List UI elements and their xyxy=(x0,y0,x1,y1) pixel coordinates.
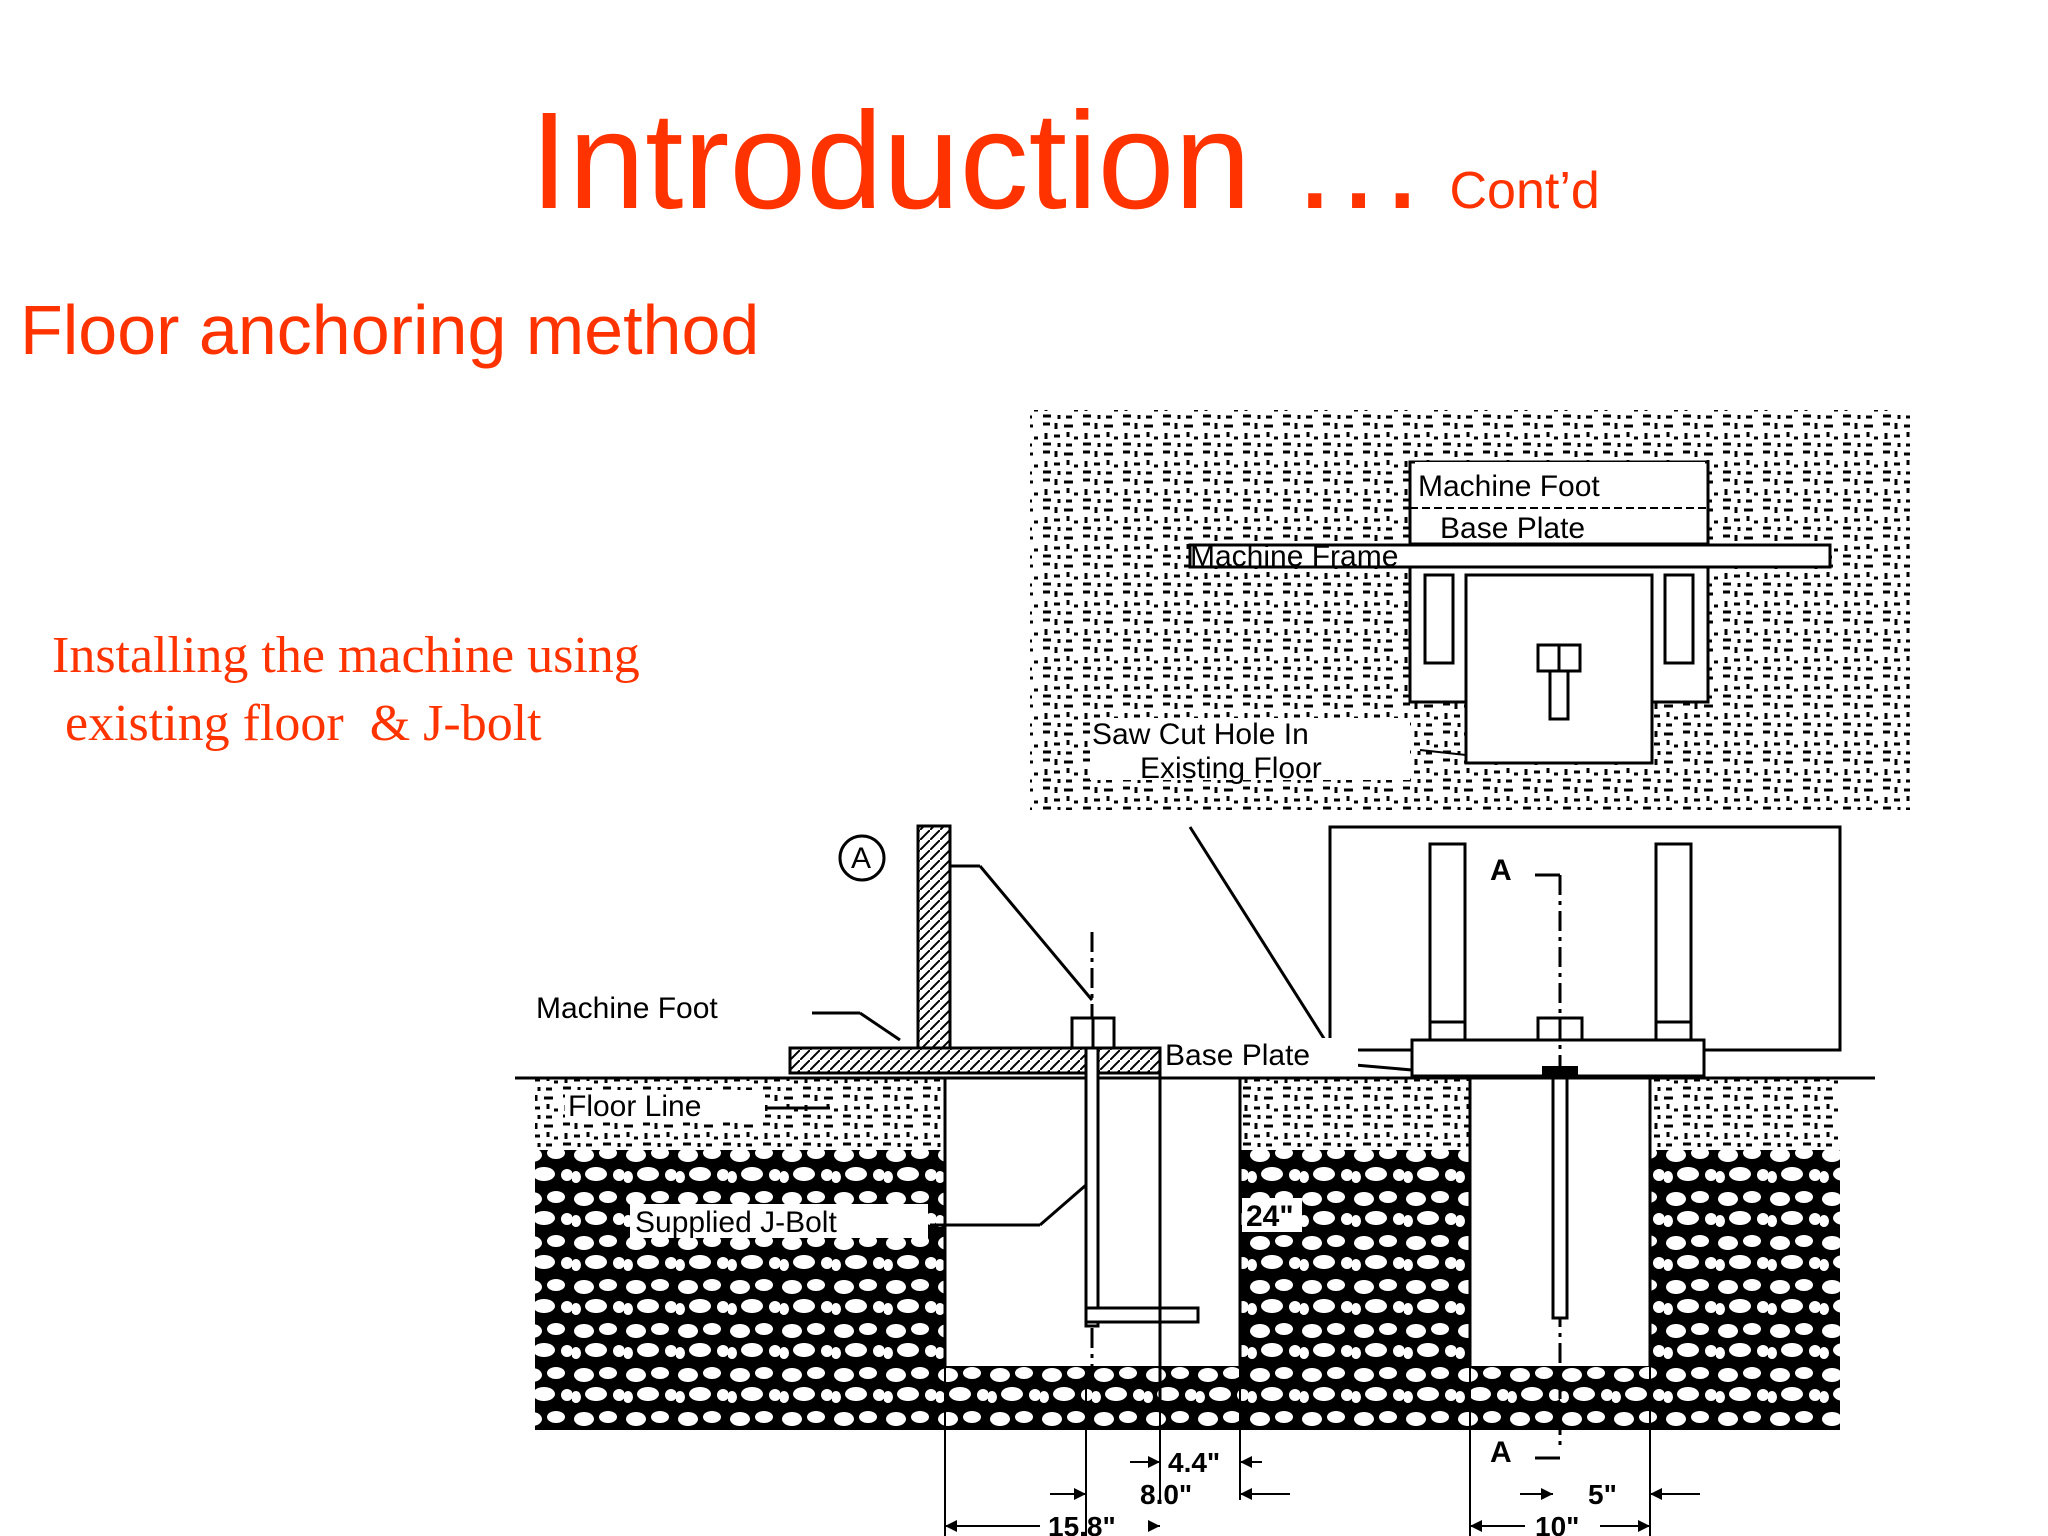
side-base-plate xyxy=(1410,1038,1706,1078)
marker-a-text: A xyxy=(851,842,871,875)
label-depth: 24" xyxy=(1246,1200,1294,1233)
top-label-machine-foot: Machine Foot xyxy=(1418,470,1600,503)
section-view: A A A Machine Foot Base Plate xyxy=(515,824,1875,1536)
left-dimensions: 4.4" 8.0" 15.8" xyxy=(944,1366,1290,1536)
caption-line-1: Installing the machine using xyxy=(52,627,640,684)
right-dimensions: 5" 10" xyxy=(1469,1366,1700,1536)
slide-title: Introduction …Cont’d xyxy=(530,92,1600,230)
title-main: Introduction … xyxy=(530,84,1428,238)
left-machine-foot xyxy=(916,824,952,1050)
dim-4-4: 4.4" xyxy=(1168,1447,1220,1478)
top-bolt-icon xyxy=(1536,643,1582,721)
marker-a-circle xyxy=(838,834,886,882)
side-view-frame xyxy=(1328,825,1842,1052)
title-suffix: Cont’d xyxy=(1449,162,1600,220)
zoom-leader xyxy=(1188,826,1332,1049)
diagram-caption: Installing the machine using existing fl… xyxy=(52,622,640,758)
label-machine-foot: Machine Foot xyxy=(536,992,718,1025)
section-a-top: A xyxy=(1490,854,1512,887)
left-base-plate xyxy=(788,1046,1162,1075)
top-label-machine-frame: Machine Frame xyxy=(1190,540,1398,573)
dim-5: 5" xyxy=(1588,1479,1617,1510)
top-label-base-plate: Base Plate xyxy=(1440,512,1585,545)
left-j-bolt xyxy=(1070,932,1200,1380)
caption-line-2: existing floor & J-bolt xyxy=(52,695,542,752)
section-a-bottom: A xyxy=(1490,1436,1512,1469)
side-bolt xyxy=(1536,875,1584,1450)
label-base-plate: Base Plate xyxy=(1165,1039,1310,1072)
top-label-saw-cut-2: Existing Floor xyxy=(1140,752,1322,785)
top-view: Machine Foot Base Plate Machine Frame Sa… xyxy=(1030,410,1910,810)
dim-15-8: 15.8" xyxy=(1048,1511,1116,1536)
dim-10: 10" xyxy=(1535,1511,1579,1536)
dim-8-0: 8.0" xyxy=(1140,1479,1192,1510)
label-j-bolt: Supplied J-Bolt xyxy=(635,1206,837,1239)
slide-subtitle: Floor anchoring method xyxy=(20,291,760,369)
top-label-saw-cut-1: Saw Cut Hole In xyxy=(1092,718,1309,751)
label-floor-line: Floor Line xyxy=(568,1090,701,1123)
